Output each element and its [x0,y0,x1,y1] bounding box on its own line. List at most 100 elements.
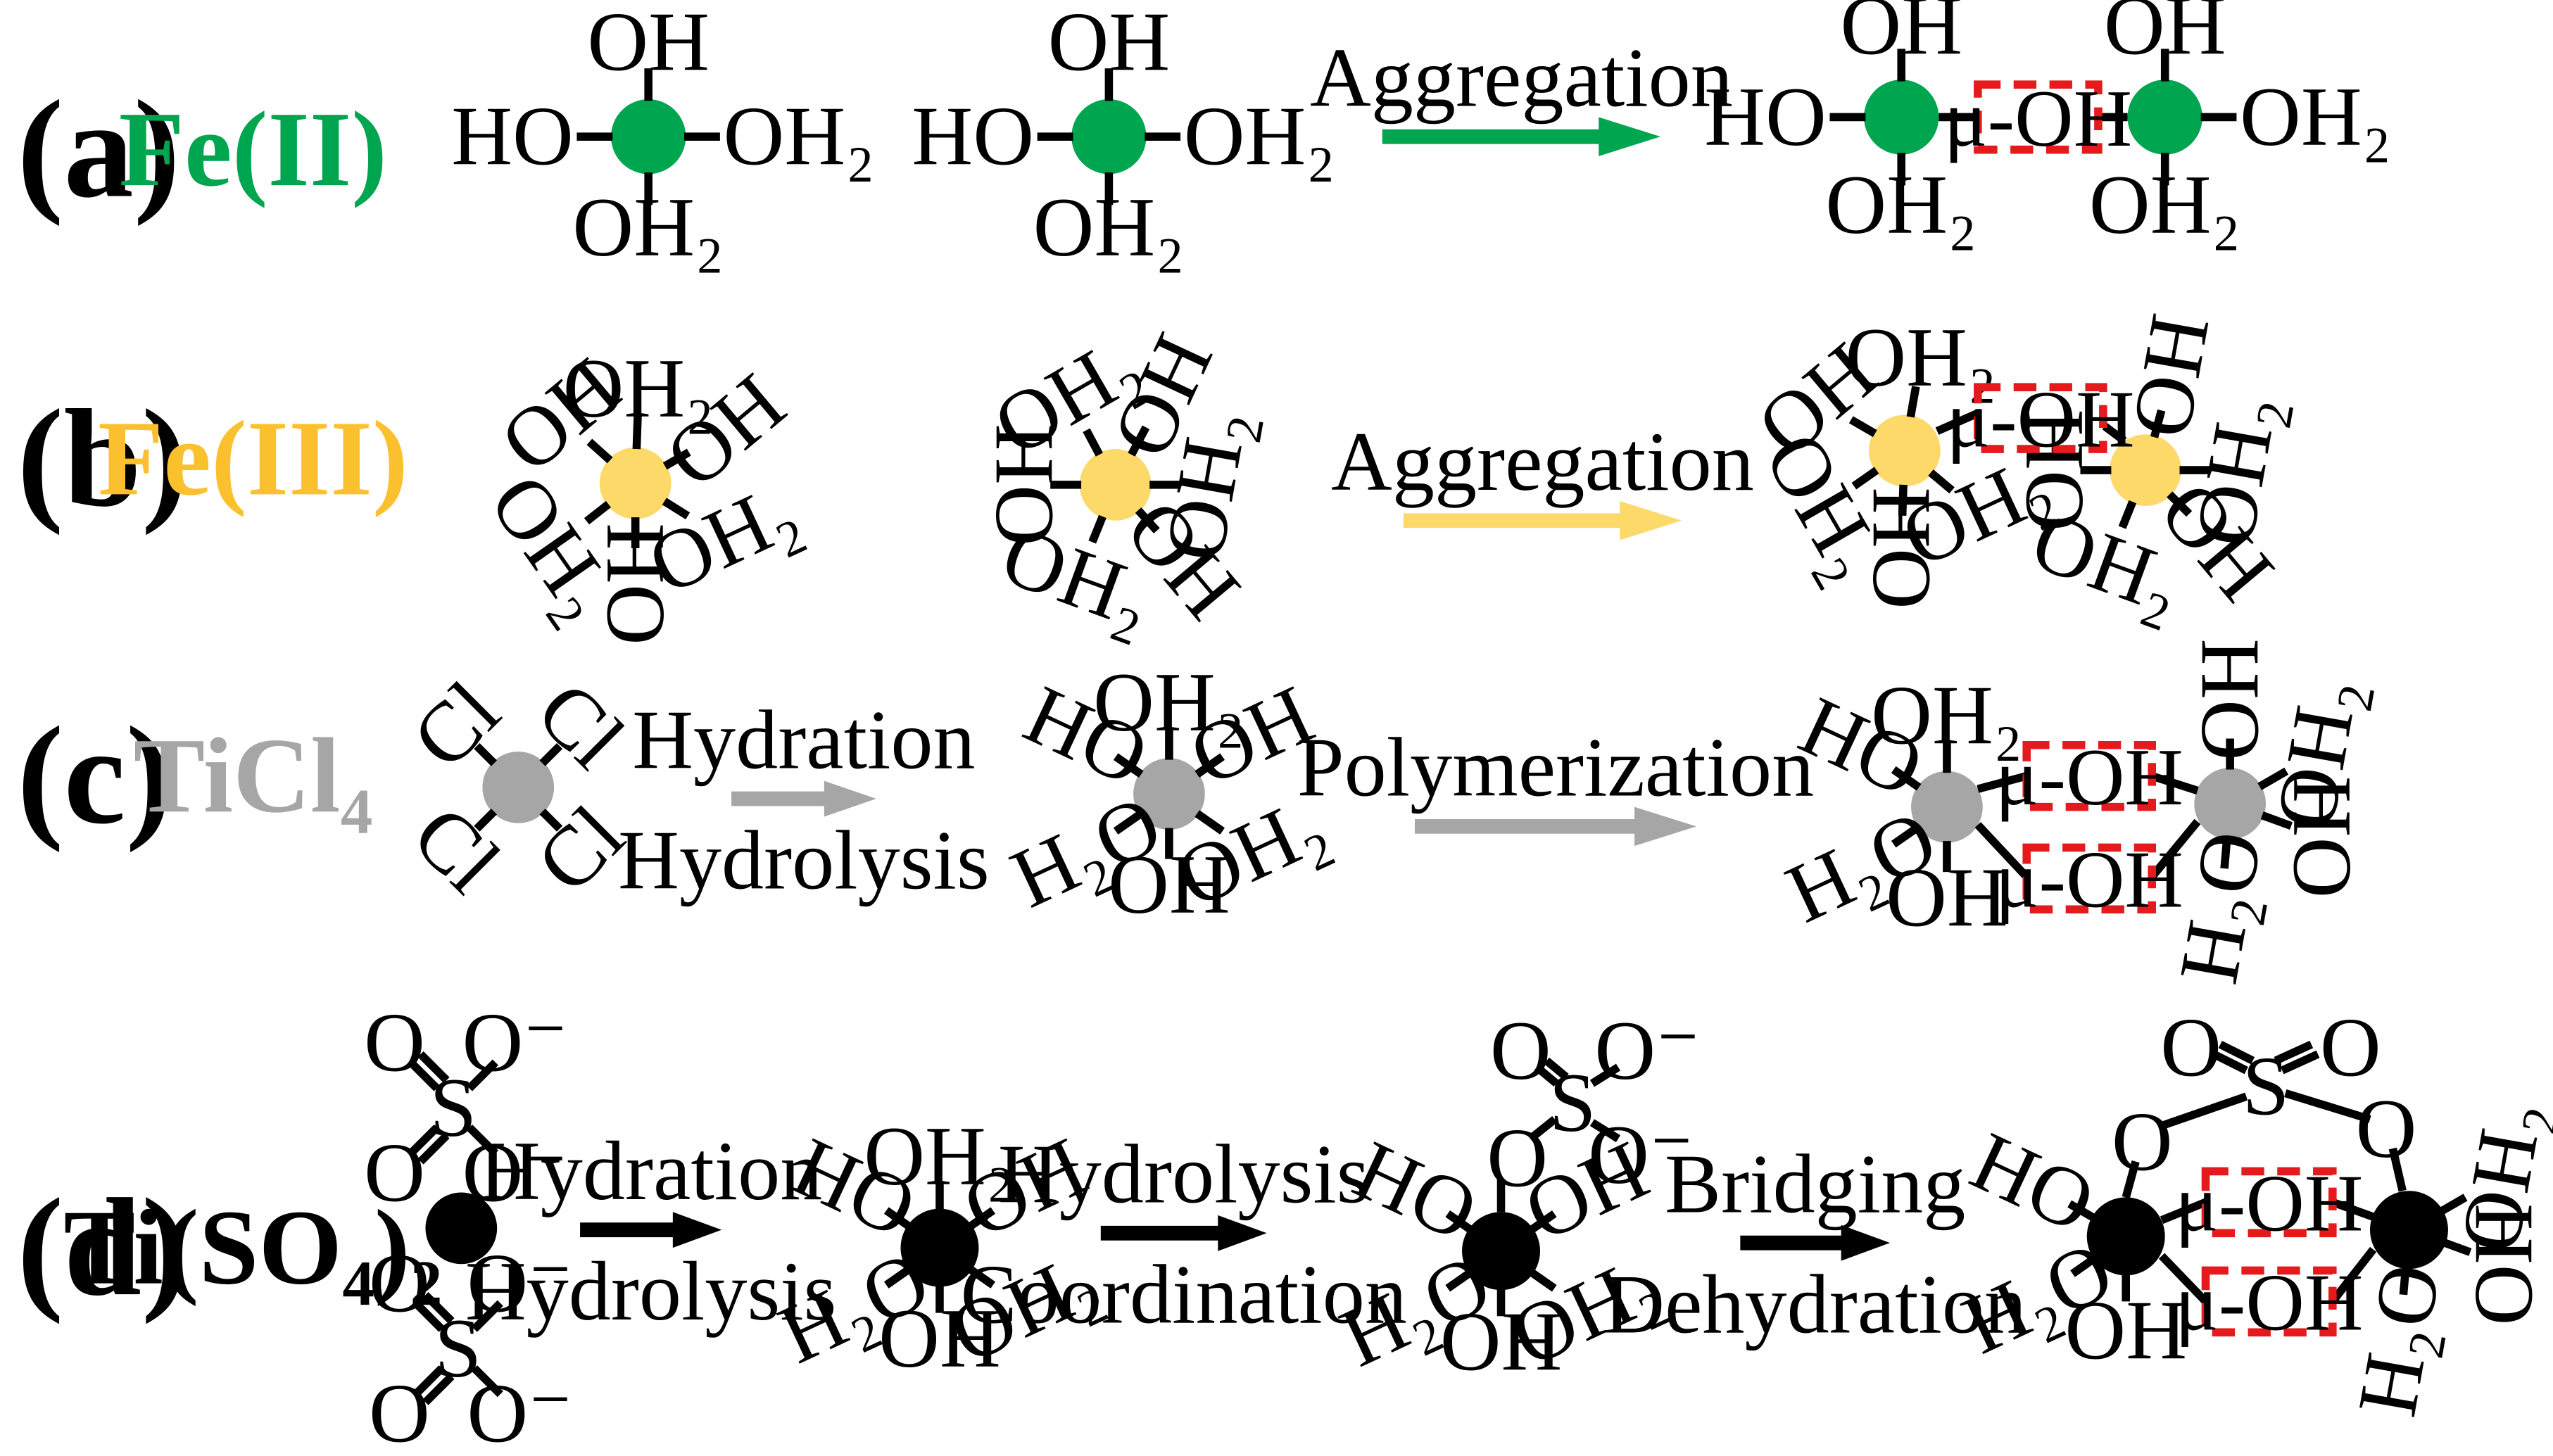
oxide-anion: O⁻ [467,1236,572,1330]
bond-line [883,1265,912,1289]
iron-center [2110,434,2181,506]
bridge-highlight-box [1974,383,2107,453]
bond-line [422,1373,455,1405]
species-label: TiCl₄ [134,716,373,835]
bond-line [408,1059,440,1091]
titanium-ion [425,1192,498,1265]
titanium-center [1911,771,1983,843]
bond-line [1527,1115,1558,1142]
bond-line [2118,500,2137,529]
ligand-label: OH [1886,852,2008,945]
bond-line [2122,1160,2140,1198]
species-label: Ti(SO₄)₂ [63,1189,442,1308]
oxygen-atom: O [369,1367,430,1456]
bond-line [2280,1050,2320,1075]
bridge-highlight-box [1974,80,2103,154]
ligand-label: OH [978,424,1071,546]
oxygen-atom: O [1487,1111,1548,1205]
bond-line [586,438,613,464]
bond-line [474,809,497,832]
bond-line [2218,1040,2255,1065]
ligand-label: OH [1440,1296,1563,1389]
bond-line [2148,818,2201,880]
bond-line [2067,1200,2096,1222]
bond-line [474,742,497,766]
ligand-label: OH [2114,308,2227,444]
ligand-label: OH₂ [1871,669,2023,763]
arrow-head [1620,501,1682,540]
row-tag: (c) [17,699,172,854]
titanium-center [900,1208,979,1287]
bond-line [466,1124,498,1157]
arrow-head [824,780,876,817]
bond-line [584,500,611,525]
bond-line [2158,1253,2209,1305]
ligand-label: OH [1840,0,1962,72]
bond-line [417,1051,450,1084]
bond-line [1445,1210,1473,1233]
bond-line [2160,1092,2248,1130]
ligand-label: OH₂ [1845,311,1997,405]
titanium-center [2194,768,2267,840]
bond-line [1589,1119,1621,1143]
oxygen-atom: O [2320,1001,2381,1094]
mu-oh-bridge: μ-OH [2175,1159,2363,1249]
row-header: (a)Fe(II) [17,72,387,227]
bond-line [417,1132,450,1165]
reaction-arrow: Polymerization [1297,721,1814,847]
ligand-label: OH [588,523,682,645]
oxygen-atom: O [369,1236,430,1330]
iron-center [2127,80,2202,155]
arrow-head [1218,1215,1267,1251]
arrow-label-top: Polymerization [1297,721,1814,815]
bridge-highlight-box [2201,1266,2337,1337]
arrow-label-top: Hydration [479,1125,822,1218]
bond-line [1891,766,1922,791]
bond-line [883,1207,912,1230]
species-label: Fe(II) [119,90,387,209]
iron-center [611,99,686,175]
bond-line [2388,1147,2407,1192]
arrow-label-top: Hydrolysis [998,1128,1370,1222]
titanium-center [1462,1212,1541,1291]
row-tag: (b) [17,381,188,536]
ligand-label: OH [2275,776,2369,899]
ligand-label: OH [587,0,710,89]
bond-line [2439,1194,2468,1215]
oxide-anion: O⁻ [467,1367,572,1456]
ligand-label: OH₂ [563,342,715,436]
oxygen-atom: O [364,996,425,1089]
mu-oh-bridge: μ-OH [1996,835,2183,925]
arrow-label-bottom: Coordination [961,1248,1407,1342]
bond-line [1445,1269,1473,1292]
ligand-label: OH [1108,838,1230,932]
bond-line [1088,514,1107,544]
bond-line [412,1300,445,1332]
iron-center [1864,80,1939,155]
ligand-label: HO [912,90,1034,184]
ligand-label: HO [451,90,574,184]
ligand-label: OH₂ [2089,158,2241,252]
bond-line [2442,1239,2472,1256]
bond-line [1891,823,1922,848]
row-tag: (d) [17,1170,188,1325]
oxygen-atom: O [364,1126,425,1220]
ligand-label: OH [2457,1203,2551,1326]
iron-center [1868,414,1941,487]
bond-line [662,498,691,520]
bond-line [1928,469,1955,494]
bond-line [1113,753,1144,778]
mu-oh-bridge: μ-OH [1996,733,2183,823]
bond-line [1848,416,1877,438]
bridge-highlight-box [2201,1167,2337,1238]
oxygen-atom: O [2160,1001,2221,1094]
arrow-label-bottom: Hydrolysis [465,1245,837,1338]
